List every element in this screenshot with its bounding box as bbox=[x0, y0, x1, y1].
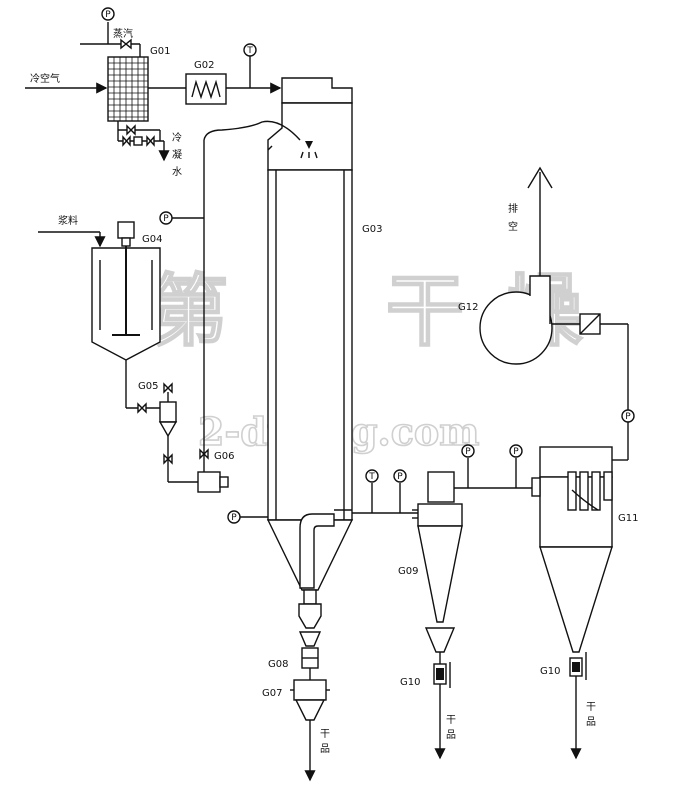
feed-tank-g04 bbox=[91, 221, 161, 361]
label-g04: G04 bbox=[142, 234, 162, 245]
condensate-label-2: 凝 bbox=[172, 149, 182, 161]
outlet-elbow bbox=[299, 513, 335, 589]
condensate-trap-assembly bbox=[117, 121, 170, 162]
pressure-gauge bbox=[101, 7, 115, 21]
watermark-chinese: 第二干燥 bbox=[150, 266, 622, 357]
dry-product-label-3a: 干 bbox=[586, 702, 596, 713]
steam-label: 蒸汽 bbox=[113, 27, 133, 40]
cyclone-g09 bbox=[412, 471, 463, 688]
drying-tower-g03 bbox=[266, 77, 354, 591]
pressure-gauge bbox=[227, 510, 241, 524]
svg-text:P: P bbox=[163, 214, 169, 224]
label-g07: G07 bbox=[262, 688, 282, 699]
svg-text:P: P bbox=[465, 447, 471, 457]
tower-body bbox=[267, 169, 353, 521]
pressure-gauge bbox=[621, 409, 635, 423]
watermark: 第二干燥 2-drying.com bbox=[149, 265, 622, 455]
atomizer-nozzle bbox=[305, 141, 313, 149]
label-g12: G12 bbox=[458, 302, 478, 313]
slurry-label: 浆料 bbox=[58, 214, 78, 227]
svg-text:P: P bbox=[397, 472, 403, 482]
temperature-gauge bbox=[243, 43, 257, 57]
svg-text:P: P bbox=[231, 513, 237, 523]
damper bbox=[579, 313, 601, 335]
svg-text:P: P bbox=[625, 412, 631, 422]
condensate-label-1: 冷 bbox=[172, 131, 182, 144]
svg-text:P: P bbox=[513, 447, 519, 457]
pressure-gauge bbox=[461, 444, 475, 458]
label-g11: G11 bbox=[618, 513, 638, 524]
dry-product-label-2b: 品 bbox=[446, 729, 456, 741]
dry-product-label-3b: 品 bbox=[586, 716, 596, 728]
label-g01: G01 bbox=[150, 46, 170, 57]
pressure-gauge bbox=[159, 211, 173, 225]
label-g10-a: G10 bbox=[400, 677, 420, 688]
collector-g07 bbox=[293, 679, 327, 701]
air-distributor bbox=[281, 77, 353, 104]
filter-g05 bbox=[158, 382, 178, 438]
svg-text:P: P bbox=[105, 10, 111, 20]
feed-pump-g06 bbox=[197, 471, 229, 493]
label-g02: G02 bbox=[194, 60, 214, 71]
svg-text:T: T bbox=[368, 472, 375, 482]
svg-text:T: T bbox=[246, 46, 253, 56]
condensate-label-3: 水 bbox=[172, 166, 182, 178]
air-heater-g01 bbox=[107, 56, 149, 122]
dry-product-label-2a: 干 bbox=[446, 715, 456, 726]
label-g08: G08 bbox=[268, 659, 288, 670]
pressure-gauge bbox=[509, 444, 523, 458]
label-g09: G09 bbox=[398, 566, 418, 577]
electric-heater-g02 bbox=[185, 73, 227, 105]
steam-valve bbox=[120, 38, 132, 50]
bag-filter-g11 bbox=[531, 446, 613, 680]
exhaust-arrow bbox=[527, 166, 553, 189]
label-g06: G06 bbox=[214, 451, 234, 462]
dry-product-label-1b: 品 bbox=[320, 743, 330, 755]
exhaust-fan-g12 bbox=[479, 275, 553, 365]
dry-product-label-1a: 干 bbox=[320, 729, 330, 740]
temperature-gauge bbox=[365, 469, 379, 483]
feed-to-atomizer bbox=[203, 120, 301, 141]
exhaust-label-2: 空 bbox=[508, 220, 518, 233]
discharge-assembly bbox=[290, 589, 330, 721]
label-g10-b: G10 bbox=[540, 666, 560, 677]
agitator-motor bbox=[117, 221, 135, 239]
pressure-gauge bbox=[393, 469, 407, 483]
label-g05: G05 bbox=[138, 381, 158, 392]
label-g03: G03 bbox=[362, 224, 382, 235]
exhaust-label-1: 排 bbox=[508, 202, 518, 215]
cold-air-label: 冷空气 bbox=[30, 72, 60, 85]
